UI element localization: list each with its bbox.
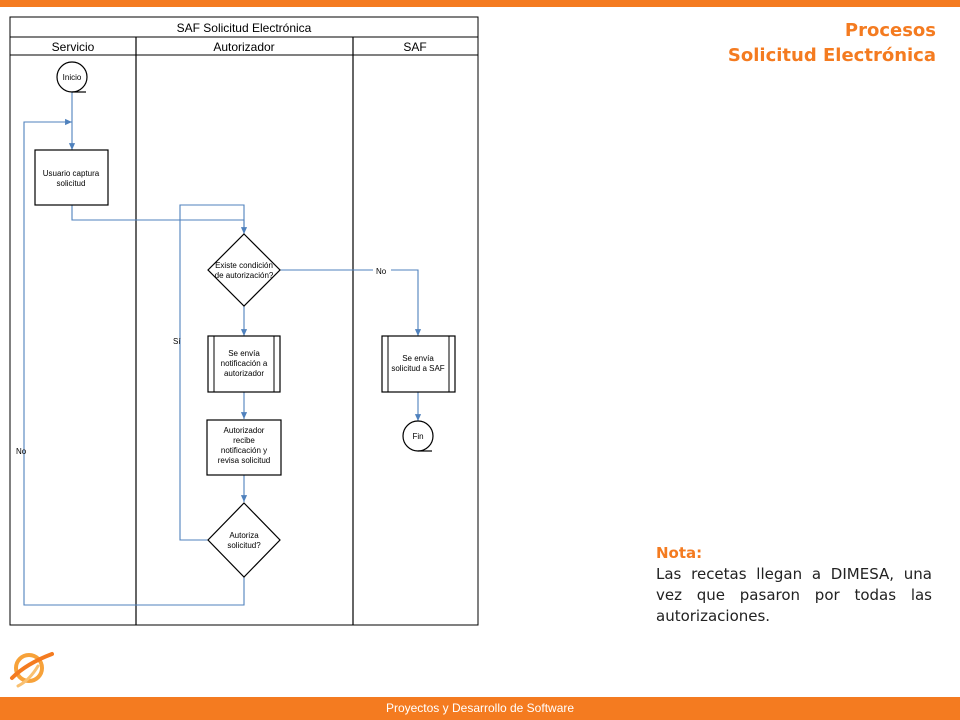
decision-authorize [207, 502, 281, 578]
task-send-saf-line2: solicitud a SAF [391, 364, 444, 373]
task-review-line3: notificación y [221, 446, 267, 455]
note-block: Nota: Las recetas llegan a DIMESA, una v… [656, 543, 932, 627]
decision-authorize-line1: Autoriza [229, 531, 259, 540]
slide-title-line2: Solicitud Electrónica [727, 45, 936, 66]
note-heading: Nota: [656, 544, 703, 562]
edge-authorize-no-loop [23, 118, 245, 606]
task-send-notification-line2: notificación a [221, 359, 268, 368]
task-send-saf-line1: Se envía [402, 354, 434, 363]
end-event-label: Fin [412, 432, 423, 441]
edge-label-no-condition: No [376, 267, 387, 276]
pool-header [9, 16, 479, 38]
pool-title: SAF Solicitud Electrónica [177, 21, 312, 35]
decision-condition-line2: de autorización? [215, 271, 274, 280]
decision-condition-line1: Existe condición [215, 261, 273, 270]
bottom-accent-bar [0, 697, 960, 720]
lane-saf-label: SAF [403, 40, 426, 54]
edge-label-yes: Sí [173, 337, 181, 346]
edge-decision-no-to-saf [280, 269, 422, 336]
start-event-label: Inicio [63, 73, 82, 82]
footer-text: Proyectos y Desarrollo de Software [385, 701, 575, 715]
task-review [206, 419, 282, 476]
task-capture-line2: solicitud [57, 179, 86, 188]
task-send-notification-line3: autorizador [224, 369, 264, 378]
edge-label-bg [373, 264, 391, 276]
edge-authorize-yes-loop [179, 204, 245, 541]
lane-servicio-label: Servicio [52, 40, 95, 54]
task-send-notification-line1: Se envía [228, 349, 260, 358]
slide-title: Procesos Solicitud Electrónica [728, 18, 936, 68]
task-capture-line1: Usuario captura [43, 169, 100, 178]
task-send-saf [381, 335, 456, 393]
edge-label-no: No [16, 447, 27, 456]
task-capture [34, 149, 109, 206]
task-send-notification [207, 335, 281, 393]
task-review-line2: recibe [233, 436, 255, 445]
lane-autorizador-label: Autorizador [213, 40, 274, 54]
decision-authorize-line2: solicitud? [227, 541, 261, 550]
top-accent-bar [0, 0, 960, 7]
decision-condition [207, 233, 281, 307]
task-review-line1: Autorizador [224, 426, 265, 435]
task-review-line4: revisa solicitud [218, 456, 270, 465]
note-body: Las recetas llegan a DIMESA, una vez que… [656, 565, 932, 625]
globe-swoosh-logo-icon [10, 652, 54, 688]
slide-title-line1: Procesos [844, 20, 936, 41]
